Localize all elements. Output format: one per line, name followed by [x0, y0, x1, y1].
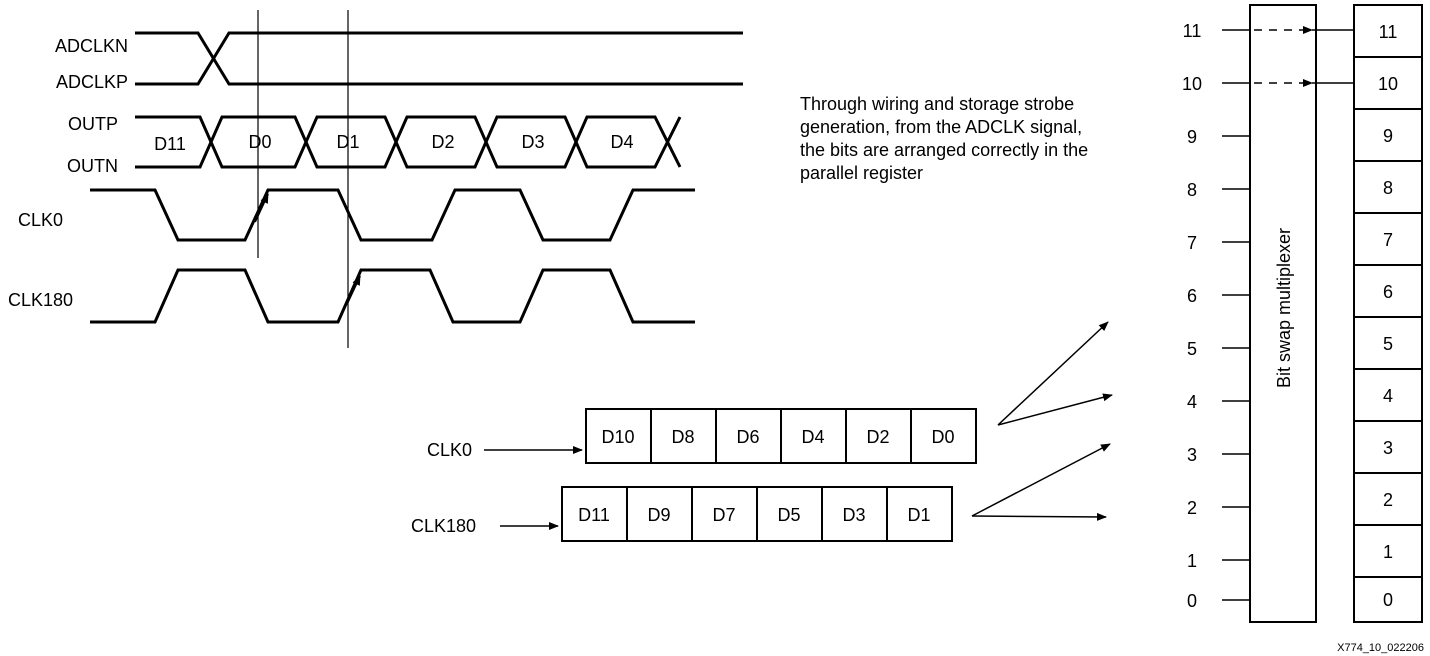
parallel-register: 11 10 9 8 7 6 5 4 3 2 1 0 — [1353, 4, 1423, 623]
mux-input-label: 2 — [1187, 498, 1197, 518]
mux-input-label: 7 — [1187, 233, 1197, 253]
register-cell-label: D5 — [777, 505, 800, 525]
adclkp-label: ADCLKP — [56, 72, 128, 92]
parallel-register-cell-label: 8 — [1383, 178, 1393, 198]
figure-id: X774_10_022206 — [1337, 642, 1424, 654]
parallel-register-cell-label: 3 — [1383, 438, 1393, 458]
clk0-register-label: CLK0 — [427, 440, 472, 460]
explanation-note: Through wiring and storage strobe genera… — [800, 94, 1089, 183]
register-cell-label: D4 — [801, 427, 824, 447]
mux-input-label: 8 — [1187, 180, 1197, 200]
adclkn-label: ADCLKN — [55, 36, 128, 56]
fanout-arrows — [971, 321, 1113, 521]
mux-input-label: 4 — [1187, 392, 1197, 412]
register-cell-label: D6 — [736, 427, 759, 447]
register-cell-label: D3 — [842, 505, 865, 525]
register-cell-label: D2 — [866, 427, 889, 447]
mux-input-label: 3 — [1187, 445, 1197, 465]
parallel-register-cell-label: 6 — [1383, 282, 1393, 302]
adclk-waveform — [135, 31, 743, 86]
multiplexer-inputs — [1222, 29, 1250, 601]
mux-input-label: 1 — [1187, 551, 1197, 571]
parallel-register-cell-label: 1 — [1383, 542, 1393, 562]
register-cell-label: D10 — [601, 427, 634, 447]
outn-label: OUTN — [67, 156, 118, 176]
clk0-signal-label: CLK0 — [18, 210, 63, 230]
multiplexer-label: Bit swap multiplexer — [1274, 228, 1294, 388]
parallel-register-cell-label: 9 — [1383, 126, 1393, 146]
register-cell-label: D9 — [647, 505, 670, 525]
parallel-register-cell-label: 10 — [1378, 74, 1398, 94]
mux-input-label: 5 — [1187, 339, 1197, 359]
clk180-signal-label: CLK180 — [8, 290, 73, 310]
register-cell-label: D7 — [712, 505, 735, 525]
parallel-register-cell-label: 0 — [1383, 590, 1393, 610]
passthrough-arrows — [1254, 26, 1354, 87]
data-bit-labels: D11 D0 D1 D2 D3 D4 — [154, 132, 633, 154]
clk0-register: D10 D8 D6 D4 D2 D0 — [585, 408, 977, 464]
parallel-register-cell-label: 5 — [1383, 334, 1393, 354]
data-bit-label: D4 — [610, 132, 633, 152]
register-cell-label: D0 — [931, 427, 954, 447]
mux-input-label: 9 — [1187, 127, 1197, 147]
mux-input-label: 10 — [1182, 74, 1202, 94]
data-bit-label: D0 — [248, 132, 271, 152]
parallel-register-cell-label: 11 — [1379, 22, 1398, 42]
clk0-edge-arrow — [254, 193, 269, 223]
mux-input-label: 11 — [1183, 21, 1202, 41]
clk180-register-label: CLK180 — [411, 516, 476, 536]
parallel-register-cell-label: 4 — [1383, 386, 1393, 406]
mux-input-label: 6 — [1187, 286, 1197, 306]
register-cell-label: D8 — [671, 427, 694, 447]
multiplexer-input-labels: 11 10 9 8 7 6 5 4 3 2 1 0 — [1182, 21, 1202, 611]
data-bit-label: D2 — [431, 132, 454, 152]
out-data-waveform — [135, 115, 682, 169]
data-bit-label: D3 — [521, 132, 544, 152]
clk180-edge-arrow — [346, 275, 361, 305]
outp-label: OUTP — [68, 114, 118, 134]
parallel-register-cell-label: 7 — [1383, 230, 1393, 250]
clk0-waveform — [90, 188, 695, 242]
register-cell-label: D11 — [578, 505, 610, 525]
register-cell-label: D1 — [907, 505, 930, 525]
parallel-register-cell-label: 2 — [1383, 490, 1393, 510]
clk180-register: D11 D9 D7 D5 D3 D1 — [561, 486, 953, 542]
mux-input-label: 0 — [1187, 591, 1197, 611]
bit-swap-multiplexer — [1249, 4, 1317, 623]
data-bit-label: D11 — [154, 134, 186, 154]
clk180-waveform — [90, 268, 695, 324]
